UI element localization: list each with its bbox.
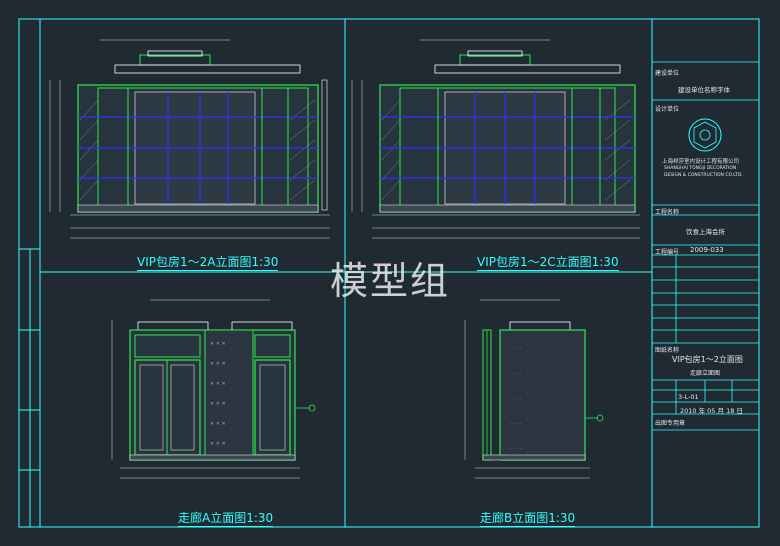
stamp-label: 出图专用章	[655, 420, 686, 427]
svg-text:✕ ✕ ✕: ✕ ✕ ✕	[210, 401, 226, 407]
svg-text:· · · ·: · · · ·	[510, 446, 522, 452]
project-no-label: 工程编号	[655, 249, 680, 256]
inner-frame	[39, 18, 760, 528]
title-block-rows	[652, 61, 759, 431]
project-label: 工程名称	[655, 209, 680, 216]
svg-text:✕ ✕ ✕: ✕ ✕ ✕	[210, 341, 226, 347]
designer-label: 设计单位	[655, 106, 680, 113]
caption-corridor-b: 走廊B立面图1:30	[480, 511, 576, 527]
client-label: 建设单位	[655, 70, 680, 77]
svg-text:· · · ·: · · · ·	[510, 346, 522, 352]
project-name: 饮食上海会所	[686, 228, 725, 236]
client-name: 建设单位名称字体	[678, 86, 730, 94]
elevation-corridor-a: ✕ ✕ ✕ ✕ ✕ ✕ ✕ ✕ ✕ ✕ ✕ ✕ ✕ ✕ ✕ ✕ ✕ ✕	[111, 299, 316, 479]
svg-text:✕ ✕ ✕: ✕ ✕ ✕	[210, 441, 226, 447]
sheet-name-1: VIP包房1～2立面图	[672, 355, 743, 364]
elevation-vip-2a	[49, 39, 330, 239]
caption-vip-2a: VIP包房1～2A立面图1:30	[137, 255, 279, 271]
svg-text:✕ ✕ ✕: ✕ ✕ ✕	[210, 421, 226, 427]
project-no: 2009-033	[690, 246, 724, 254]
watermark-text: 模型组	[330, 259, 451, 303]
elevation-vip-2c	[351, 39, 640, 239]
svg-text:✕ ✕ ✕: ✕ ✕ ✕	[210, 381, 226, 387]
company-seal-icon	[688, 118, 722, 152]
company-name-en-2: DESIGN & CONSTRUCTION CO.LTD.	[664, 173, 743, 178]
company-name-cn: 上海邦莎室内设计工程有限公司	[662, 159, 740, 165]
sheet-name-2: 走廊立面图	[690, 370, 721, 377]
svg-text:· · · ·: · · · ·	[510, 371, 522, 377]
caption-corridor-a: 走廊A立面图1:30	[178, 511, 274, 527]
svg-text:· · · ·: · · · ·	[510, 396, 522, 402]
drawing-no: 3-L-01	[678, 393, 699, 401]
svg-text:· · · ·: · · · ·	[510, 421, 522, 427]
svg-text:✕ ✕ ✕: ✕ ✕ ✕	[210, 361, 226, 367]
elevation-corridor-b: · · · · · · · · · · · · · · · · · · · ·	[464, 299, 604, 479]
issue-date: 2010 年 05 月 18 日	[680, 407, 743, 415]
sheet-label: 图纸名称	[655, 347, 680, 354]
caption-vip-2c: VIP包房1～2C立面图1:30	[477, 255, 619, 271]
company-name-en-1: SHANGHAI TONGJI DECORATION	[664, 166, 737, 171]
